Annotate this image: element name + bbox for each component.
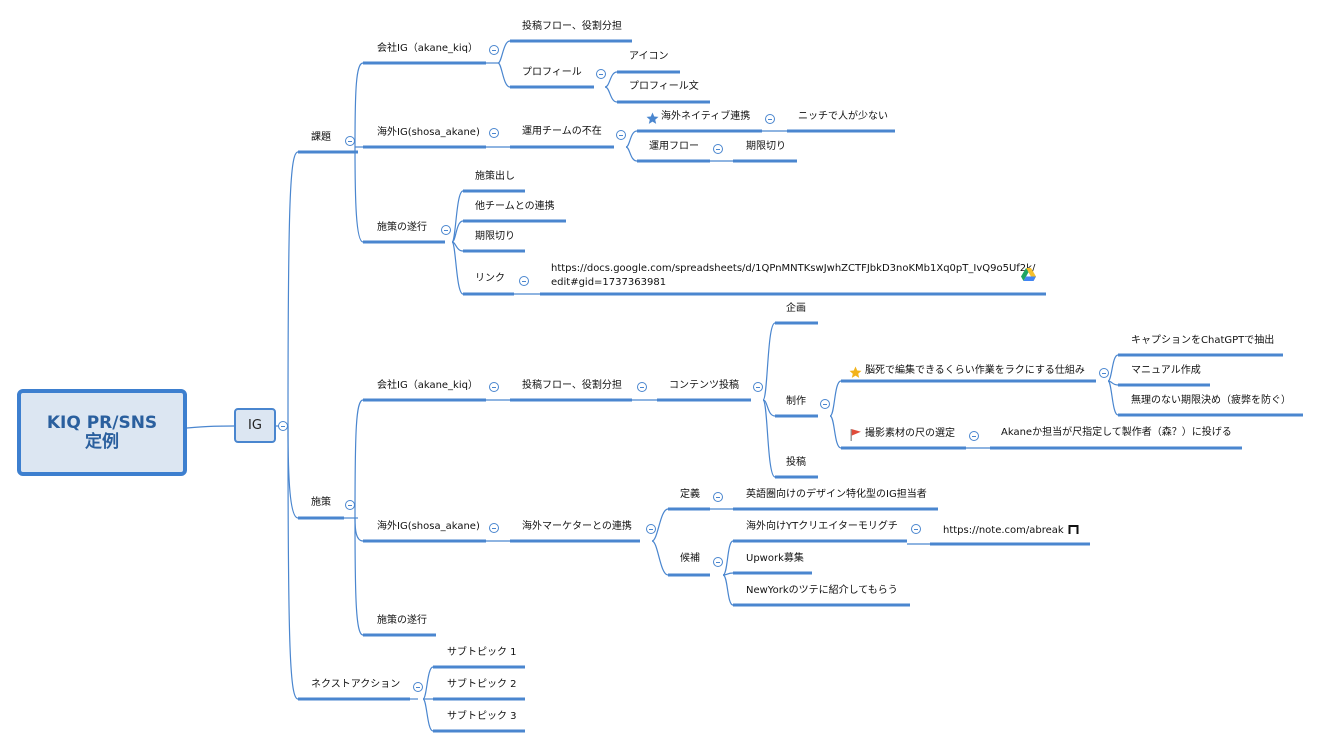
collapse-marketer-collab-icon[interactable] [646,524,656,534]
topic-profile-text[interactable]: プロフィール文 [629,81,699,92]
collapse-kadai-overseas-ig-icon[interactable] [489,128,499,138]
collapse-shisaku-icon[interactable] [345,500,355,510]
root-topic[interactable]: KIQ PR/SNS 定例 [17,389,187,476]
link-url-line1[interactable]: https://docs.google.com/spreadsheets/d/1… [551,263,1036,274]
collapse-profile-icon[interactable] [596,69,606,79]
collapse-production-icon[interactable] [820,399,830,409]
note-icon[interactable] [1068,524,1079,535]
topic-upwork[interactable]: Upwork募集 [746,553,804,564]
topic-deadline[interactable]: 期限切り [746,141,786,152]
topic-profile[interactable]: プロフィール [522,67,582,78]
topic-subtopic-1[interactable]: サブトピック 1 [447,647,517,658]
collapse-next-action-icon[interactable] [413,682,423,692]
collapse-kadai-company-ig-icon[interactable] [489,45,499,55]
collapse-shisaku-flow-icon[interactable] [637,382,647,392]
collapse-shisaku-company-ig-icon[interactable] [489,382,499,392]
collapse-definition-icon[interactable] [713,492,723,502]
topic-kadai-overseas-ig[interactable]: 海外IG(shosa_akane) [377,127,480,138]
ig-topic[interactable]: IG [234,408,276,443]
topic-niche[interactable]: ニッチで人が少ない [798,111,888,122]
collapse-ig-icon[interactable] [278,421,288,431]
link-note-url[interactable]: https://note.com/abreak [943,525,1064,536]
collapse-shoot-length-icon[interactable] [969,431,979,441]
topic-yt-creator[interactable]: 海外向けYTクリエイターモリグチ [746,521,898,532]
collapse-content-post-icon[interactable] [753,382,763,392]
topic-production[interactable]: 制作 [786,396,806,407]
topic-brain-dead-system[interactable]: 脳死で編集できるくらい作業をラクにする仕組み [865,365,1085,376]
topic-shisaku-overseas-ig[interactable]: 海外IG(shosa_akane) [377,521,480,532]
topic-marketer-collab[interactable]: 海外マーケターとの連携 [522,521,632,532]
star-icon [646,112,659,124]
topic-subtopic-2[interactable]: サブトピック 2 [447,679,517,690]
collapse-kadai-execution-icon[interactable] [441,225,451,235]
collapse-brain-dead-system-icon[interactable] [1099,368,1109,378]
root-title-line1: KIQ PR/SNS [46,412,158,433]
topic-exec-item-1[interactable]: 施策出し [475,171,515,182]
topic-shisaku-flow[interactable]: 投稿フロー、役割分担 [522,380,622,391]
collapse-yt-creator-icon[interactable] [911,524,921,534]
topic-shoot-length[interactable]: 撮影素材の尺の選定 [865,428,955,439]
root-title-line2: 定例 [85,431,119,452]
collapse-kadai-icon[interactable] [345,136,355,146]
topic-definition[interactable]: 定義 [680,489,700,500]
topic-link[interactable]: リンク [475,273,505,284]
topic-next-action[interactable]: ネクストアクション [311,679,401,690]
topic-shisaku-company-ig[interactable]: 会社IG（akane_kiq） [377,380,478,391]
google-drive-icon[interactable] [1021,268,1036,281]
topic-kadai[interactable]: 課題 [311,132,331,143]
collapse-native-collab-icon[interactable] [765,114,775,124]
topic-manual[interactable]: マニュアル作成 [1131,365,1201,376]
topic-native-collab[interactable]: 海外ネイティブ連携 [661,111,751,122]
star-icon [849,366,862,378]
topic-kadai-flow[interactable]: 投稿フロー、役割分担 [522,21,622,32]
collapse-ops-team-icon[interactable] [616,130,626,140]
topic-newyork[interactable]: NewYorkのツテに紹介してもらう [746,585,898,596]
collapse-link-icon[interactable] [519,276,529,286]
topic-english-designer[interactable]: 英語圏向けのデザイン特化型のIG担当者 [746,489,927,500]
topic-candidates[interactable]: 候補 [680,553,700,564]
collapse-candidates-icon[interactable] [713,557,723,567]
collapse-ops-flow-icon[interactable] [713,144,723,154]
link-url-line2[interactable]: edit#gid=1737363981 [551,277,667,288]
topic-post[interactable]: 投稿 [786,457,806,468]
topic-exec-item-2[interactable]: 他チームとの連携 [475,201,555,212]
topic-content-post[interactable]: コンテンツ投稿 [669,380,739,391]
topic-exec-item-3[interactable]: 期限切り [475,231,515,242]
topic-ops-flow[interactable]: 運用フロー [649,141,699,152]
collapse-shisaku-overseas-ig-icon[interactable] [489,523,499,533]
topic-ops-team[interactable]: 運用チームの不在 [522,126,602,137]
topic-kadai-company-ig[interactable]: 会社IG（akane_kiq） [377,43,478,54]
topic-shisaku[interactable]: 施策 [311,497,331,508]
topic-subtopic-3[interactable]: サブトピック 3 [447,711,517,722]
topic-kadai-execution[interactable]: 施策の遂行 [377,222,427,233]
topic-shisaku-execution[interactable]: 施策の遂行 [377,615,427,626]
connector-lines [186,40,1119,732]
red-flag-icon [850,429,861,441]
topic-profile-icon-item[interactable]: アイコン [629,51,669,62]
topic-planning[interactable]: 企画 [786,303,806,314]
topic-underlines [298,39,1303,733]
topic-caption-chatgpt[interactable]: キャプションをChatGPTで抽出 [1131,335,1275,346]
topic-deadline-setting[interactable]: 無理のない期限決め（疲弊を防ぐ） [1131,395,1291,406]
topic-akane-assign[interactable]: Akaneか担当が尺指定して製作者（森？）に投げる [1001,427,1232,438]
